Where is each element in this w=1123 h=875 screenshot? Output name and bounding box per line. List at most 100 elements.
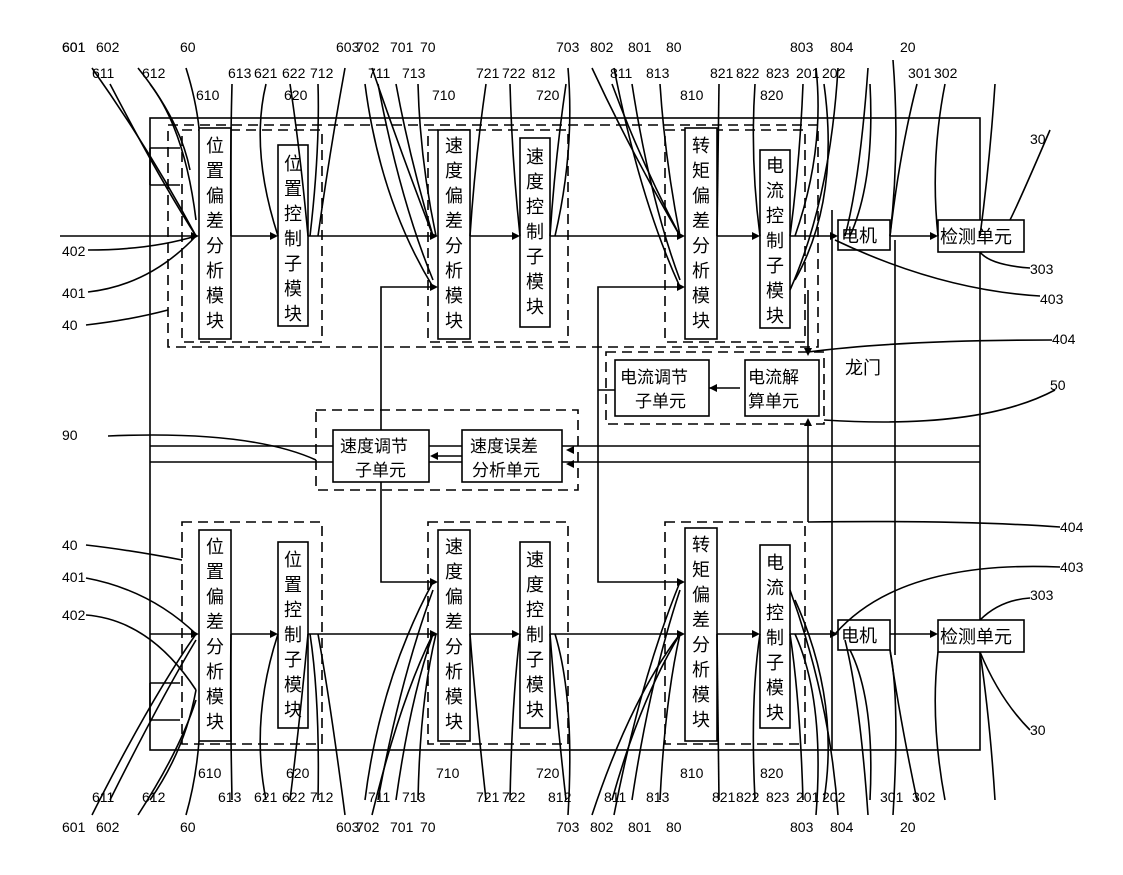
reference-numeral: 30 [1030, 131, 1046, 147]
reference-numeral: 301 [908, 65, 932, 81]
module-char: 制 [284, 625, 302, 646]
reference-numeral: 720 [536, 87, 560, 103]
speed-err-l1: 速度误差 [470, 437, 538, 457]
reference-numeral: 603 [336, 39, 360, 55]
reference-numeral: 620 [286, 765, 310, 781]
current-reg-l2: 子单元 [635, 392, 686, 412]
reference-numeral: 622 [282, 789, 306, 805]
bottom-trq-dev-module [684, 527, 718, 742]
gantry-frame [149, 117, 981, 751]
module-char: 位 [206, 537, 224, 558]
reference-numeral: 621 [254, 789, 278, 805]
module-char: 偏 [445, 186, 463, 207]
module-char: 块 [206, 311, 224, 332]
speed-reg-l1: 速度调节 [340, 437, 408, 457]
reference-numeral: 721 [476, 65, 500, 81]
reference-numeral: 30 [1030, 722, 1046, 738]
reference-numeral: 404 [1052, 331, 1076, 347]
reference-numeral: 303 [1030, 261, 1054, 277]
module-char: 控 [526, 197, 544, 218]
reference-numeral: 70 [420, 819, 436, 835]
module-char: 偏 [445, 587, 463, 608]
reference-numeral: 702 [356, 39, 380, 55]
module-char: 模 [284, 675, 302, 696]
reference-numeral: 40 [62, 317, 78, 333]
reference-numeral: 20 [900, 39, 916, 55]
reference-numeral: 602 [96, 39, 120, 55]
reference-numeral: 811 [610, 65, 633, 81]
module-char: 模 [206, 687, 224, 708]
leader-lines [85, 59, 1061, 731]
reference-numeral: 610 [196, 87, 220, 103]
reference-numeral: 802 [590, 819, 614, 835]
reference-numeral: 712 [310, 65, 334, 81]
bottom-spd-dev-module [437, 529, 471, 742]
module-char: 差 [692, 610, 710, 631]
bottom-leader-lines [91, 581, 996, 816]
bottom-pos-ctrl-module [277, 541, 309, 729]
module-char: 矩 [692, 560, 710, 581]
module-char: 度 [526, 172, 544, 193]
module-char: 控 [766, 206, 784, 227]
reference-numeral: 711 [368, 789, 391, 805]
module-char: 度 [445, 562, 463, 583]
module-char: 偏 [206, 587, 224, 608]
module-char: 偏 [692, 186, 710, 207]
module-char: 置 [284, 575, 302, 596]
module-char: 子 [526, 247, 544, 268]
bottom-pos-dev-module [198, 529, 232, 742]
reference-numeral: 303 [1030, 587, 1054, 603]
module-char: 块 [206, 712, 224, 733]
reference-numeral: 702 [356, 819, 380, 835]
module-char: 差 [445, 211, 463, 232]
reference-numeral: 90 [62, 427, 78, 443]
reference-numeral: 802 [590, 39, 614, 55]
bottom-spd-ctrl-module [519, 541, 551, 729]
module-char: 析 [206, 261, 224, 282]
top-trq-dev-module [684, 127, 718, 340]
bottom-speed-loop-70 [427, 521, 569, 745]
reference-numeral: 622 [282, 65, 306, 81]
module-char: 析 [692, 261, 710, 282]
module-char: 速 [526, 147, 544, 168]
reference-numeral: 820 [760, 87, 784, 103]
module-char: 子 [766, 256, 784, 277]
module-char: 矩 [692, 161, 710, 182]
top-pos-dev-module [198, 127, 232, 340]
reference-numeral: 404 [1060, 519, 1084, 535]
speed-unit-group-90 [315, 409, 579, 491]
module-char: 块 [526, 700, 544, 721]
speed-err-l2: 分析单元 [472, 461, 540, 481]
reference-numeral: 60 [180, 39, 196, 55]
reference-numeral: 401 [62, 569, 86, 585]
bottom-position-loop-60 [181, 521, 323, 745]
module-char: 差 [445, 612, 463, 633]
module-char: 偏 [206, 186, 224, 207]
reference-numeral: 613 [228, 65, 252, 81]
module-char: 块 [766, 306, 784, 327]
module-char: 转 [692, 136, 710, 157]
module-char: 控 [284, 204, 302, 225]
reference-numeral: 601 [62, 819, 86, 835]
reference-numeral: 402 [62, 243, 86, 259]
module-char: 模 [445, 286, 463, 307]
reference-numeral: 602 [96, 819, 120, 835]
module-char: 制 [526, 625, 544, 646]
reference-numeral: 803 [790, 39, 814, 55]
reference-numeral: 812 [532, 65, 556, 81]
reference-numeral: 201 [796, 65, 820, 81]
reference-numeral: 80 [666, 39, 682, 55]
reference-numeral: 801 [628, 39, 652, 55]
reference-numeral: 603 [336, 819, 360, 835]
reference-numeral: 822 [736, 65, 760, 81]
reference-numeral: 722 [502, 65, 526, 81]
reference-numeral: 711 [368, 65, 391, 81]
current-calc-l2: 算单元 [748, 392, 799, 412]
reference-numeral: 302 [912, 789, 936, 805]
module-char: 模 [526, 272, 544, 293]
current-calc-l1: 电流解 [748, 368, 799, 388]
reference-numeral: 612 [142, 65, 166, 81]
